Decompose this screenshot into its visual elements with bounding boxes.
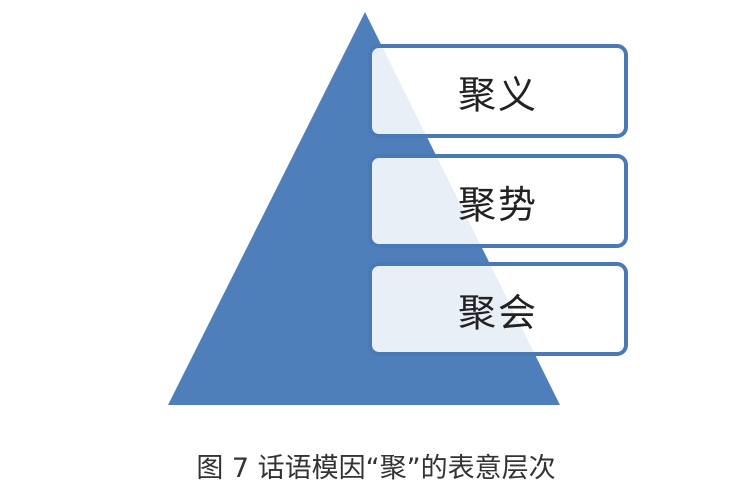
level-box-middle: 聚势 xyxy=(368,154,628,248)
level-box-top: 聚义 xyxy=(368,44,628,138)
level-label: 聚义 xyxy=(457,72,538,117)
level-label: 聚会 xyxy=(457,290,538,335)
level-box-bottom: 聚会 xyxy=(368,262,628,356)
level-label: 聚势 xyxy=(457,182,538,227)
figure-caption: 图 7 话语模因“聚”的表意层次 xyxy=(196,453,556,484)
